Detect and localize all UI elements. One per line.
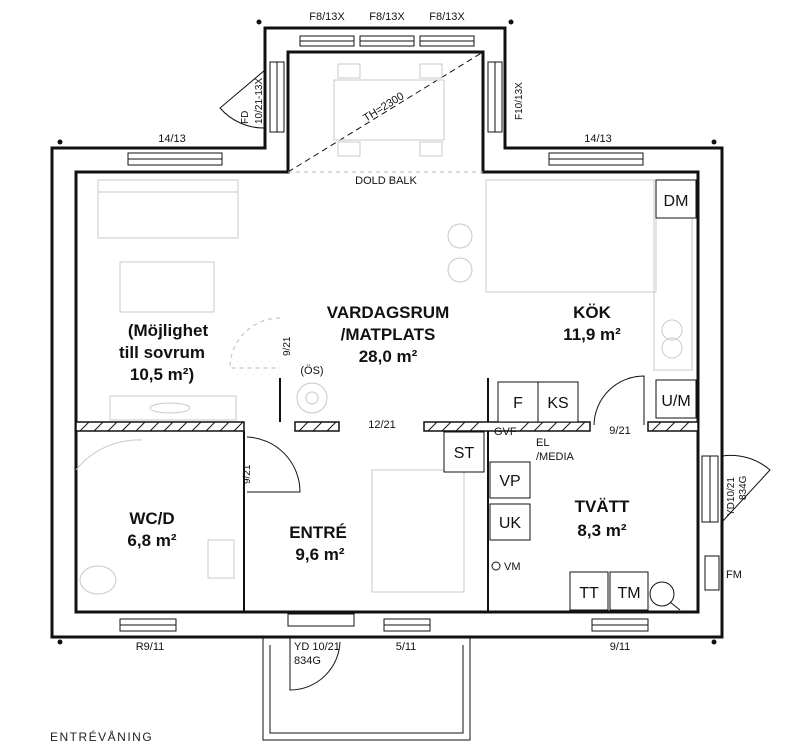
wc-area: 6,8 m² [127, 531, 176, 550]
side-door-label: YD10/21 [726, 477, 737, 516]
doors [219, 69, 771, 741]
entry-door-code: 834G [294, 655, 321, 667]
laundry-area: 8,3 m² [577, 521, 626, 540]
door-label-fd: FD [240, 111, 251, 124]
living-room-label-2: /MATPLATS [341, 325, 436, 344]
windows [119, 35, 720, 632]
bedroom-label-1: (Möjlighet [128, 321, 209, 340]
washer-label: TM [617, 585, 640, 602]
media-label: /MEDIA [536, 451, 575, 463]
laundry-label: TVÄTT [575, 497, 630, 516]
freezer-label: KS [547, 395, 568, 412]
oven-micro-label: U/M [661, 393, 690, 410]
heatpump-label: VP [499, 473, 520, 490]
uk-label: UK [499, 515, 522, 532]
dishwasher-label: DM [664, 193, 689, 210]
kitchen-area: 11,9 m² [563, 325, 621, 344]
window-label-bay-side-right: F10/13X [514, 82, 525, 120]
opening-label-12-21: 12/21 [368, 419, 396, 431]
fm-label: FM [726, 569, 742, 581]
interior-walls [75, 51, 699, 612]
closet-label: ST [454, 445, 475, 462]
door-label-9-21-kitchen: 9/21 [609, 425, 630, 437]
bedroom-label-2: till sovrum [119, 343, 205, 362]
side-door-code: 834G [738, 475, 749, 500]
os-label: (ÖS) [300, 365, 323, 377]
wc-label: WC/D [129, 509, 174, 528]
gvf-label: GVF [494, 426, 517, 438]
hidden-beam-label: DOLD BALK [355, 175, 417, 187]
window-label-top-right: 14/13 [584, 133, 612, 145]
living-room-area: 28,0 m² [359, 347, 418, 366]
ceiling-height-label: TH=2300 [361, 90, 406, 124]
door-label-9-21-entry: 9/21 [242, 464, 253, 484]
window-label-bottom-left: R9/11 [136, 641, 165, 653]
door-label-9-21-living: 9/21 [282, 336, 293, 356]
window-label-bottom-right: 9/11 [610, 641, 631, 653]
living-room-label-1: VARDAGSRUM [327, 303, 449, 322]
entry-area: 9,6 m² [295, 545, 344, 564]
door-label-fd-size: 10/21-13X [254, 78, 265, 124]
window-label-bay-left: F8/13X [309, 11, 345, 23]
window-label-top-left: 14/13 [158, 133, 186, 145]
window-label-bay-mid: F8/13X [369, 11, 405, 23]
window-label-bottom-mid: 5/11 [396, 641, 417, 653]
el-label: EL [536, 437, 549, 449]
window-label-bay-right: F8/13X [429, 11, 465, 23]
entry-door-label: YD 10/21 [294, 641, 340, 653]
vm-label: VM [504, 561, 521, 573]
kitchen-label: KÖK [573, 303, 612, 322]
bedroom-area: 10,5 m²) [130, 365, 194, 384]
fridge-label: F [513, 395, 523, 412]
appliance-boxes [443, 179, 697, 611]
floor-caption: ENTRÉVÅNING [50, 729, 153, 744]
dryer-label: TT [579, 585, 599, 602]
entry-label: ENTRÉ [289, 523, 347, 542]
